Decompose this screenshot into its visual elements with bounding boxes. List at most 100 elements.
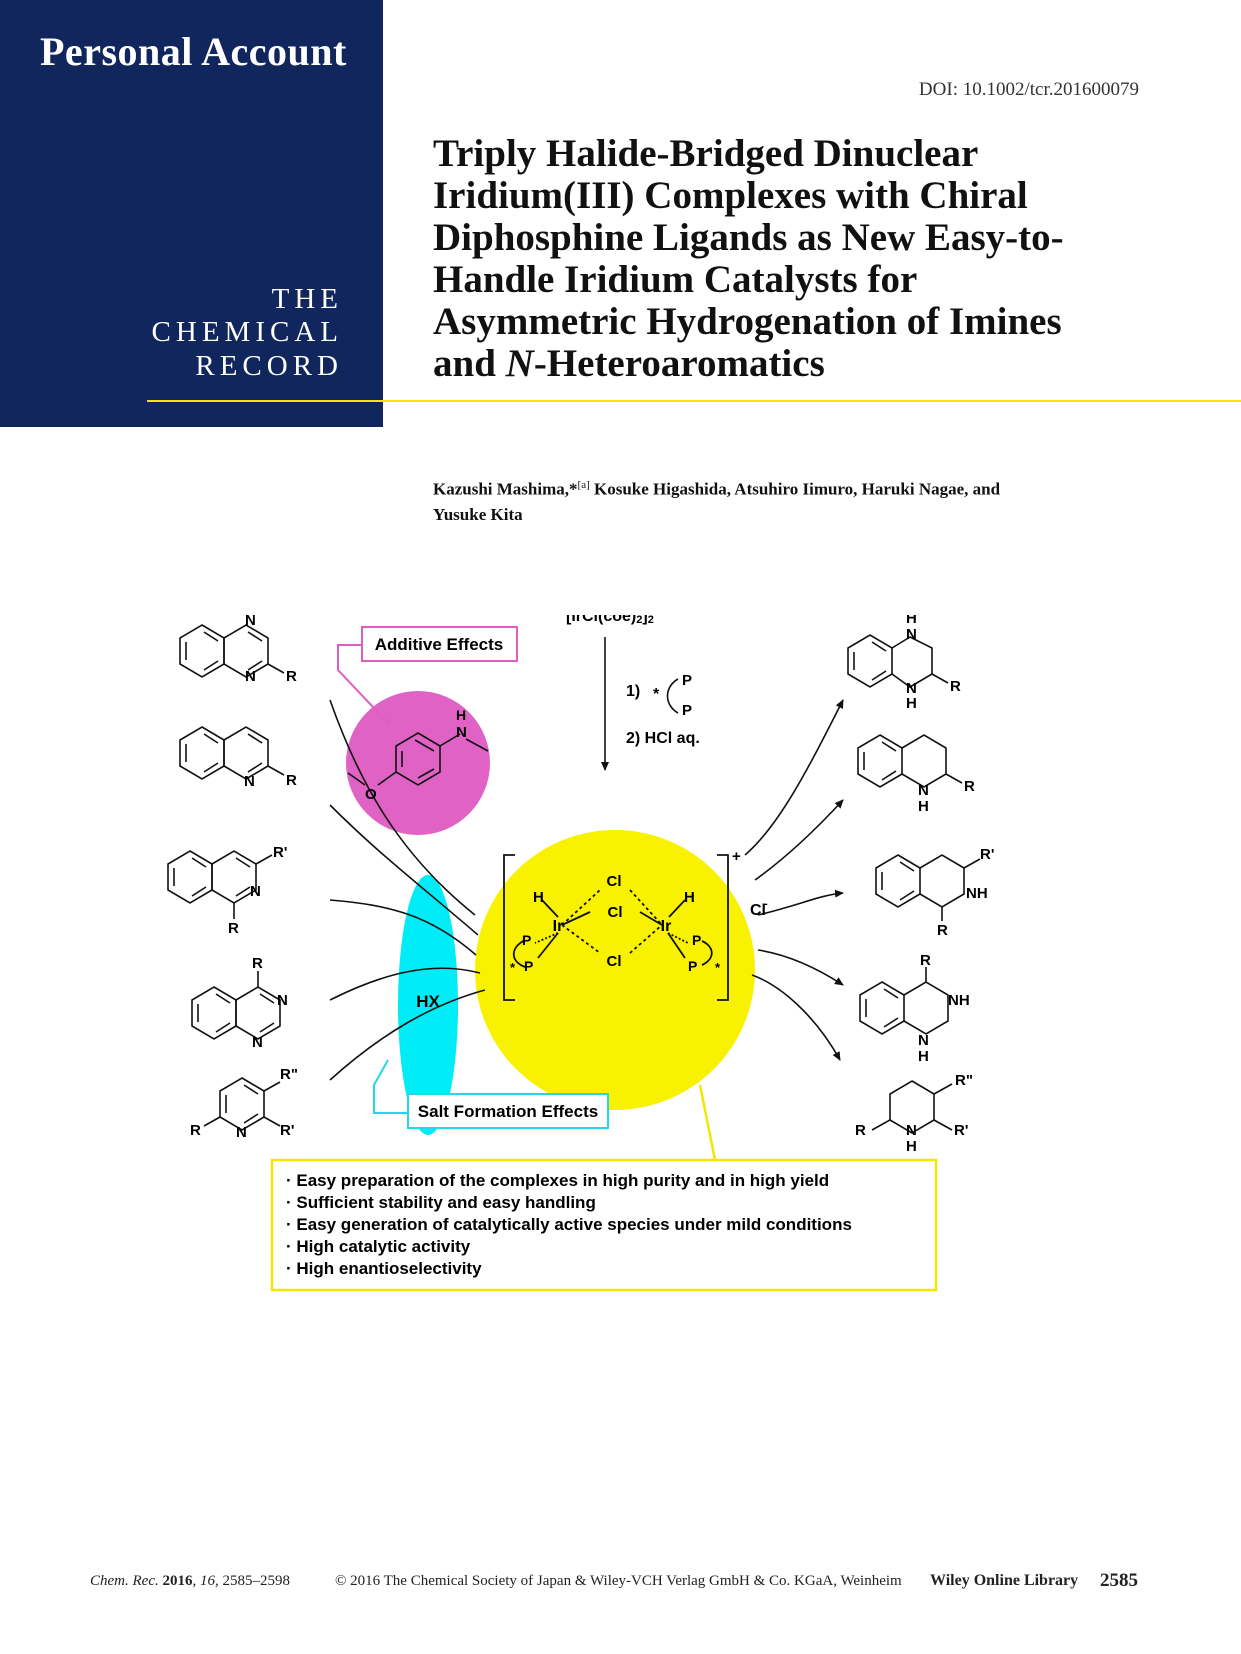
label-r: R <box>964 778 975 795</box>
substrate-pyridine <box>203 1077 281 1131</box>
label-r-prime: R' <box>954 1122 968 1139</box>
anisidine-o: O <box>365 786 377 803</box>
label-n: N <box>906 1122 917 1139</box>
title-fragment: and <box>433 342 506 385</box>
benefits-list: · Easy preparation of the complexes in h… <box>286 1171 852 1278</box>
diphosphine-arc <box>666 678 679 714</box>
precursor-label: [IrCl(coe)2]2 <box>566 615 654 626</box>
additive-effects-box <box>361 626 518 662</box>
catalyst-yellow-circle <box>475 830 755 1110</box>
chloride-counterion: Cl <box>750 902 766 919</box>
p-left-bottom: P <box>524 958 533 974</box>
wiley-online-library-link[interactable]: Wiley Online Library <box>930 1572 1079 1589</box>
cl-bridge-middle: Cl <box>608 904 623 921</box>
graphical-abstract: [IrCl(coe)2]2 1) * P P 2) HCl aq. Additi… <box>160 608 1160 1365</box>
hx-cyan-ellipse <box>398 875 458 1135</box>
citation-journal: Chem. Rec. <box>90 1573 159 1589</box>
benefit-item: · Easy preparation of the complexes in h… <box>286 1171 829 1190</box>
label-r: R <box>855 1122 866 1139</box>
diphosphine-p-top: P <box>682 672 692 689</box>
citation-volume: 16 <box>199 1573 215 1589</box>
label-n: N <box>244 773 255 790</box>
co-authors: Kosuke Higashida, Atsuhiro Iimuro, Haruk… <box>589 479 1001 499</box>
anisidine-h: H <box>456 707 466 723</box>
step-1-label: 1) <box>626 683 640 700</box>
p-right-bottom: P <box>688 958 697 974</box>
page-number: 2585 <box>1100 1570 1138 1591</box>
label-r-prime: R' <box>280 1122 294 1139</box>
label-h: H <box>906 1138 917 1155</box>
substrate-isoquinoline <box>167 850 273 919</box>
journal-name-line-3: RECORD <box>195 350 343 382</box>
corresponding-author[interactable]: Kazushi Mashima,* <box>433 479 578 499</box>
affiliation-marker: [a] <box>577 479 590 491</box>
label-h: H <box>918 798 929 815</box>
label-r-double-prime: R" <box>280 1066 298 1083</box>
label-r: R <box>286 668 297 685</box>
title-line: Triply Halide-Bridged Dinuclear <box>433 132 979 175</box>
citation-pages: , 2585–2598 <box>214 1573 290 1589</box>
product-tetrahydroisoquinoline <box>875 854 981 921</box>
label-r: R <box>920 952 931 969</box>
article-title: Triply Halide-Bridged Dinuclear Iridium(… <box>433 133 1133 385</box>
header-divider <box>147 400 1241 402</box>
product-tetrahydroquinazoline <box>859 967 949 1035</box>
hx-label: HX <box>416 992 440 1011</box>
additive-magenta-circle <box>346 691 490 835</box>
additive-connector <box>337 644 391 726</box>
citation: Chem. Rec. 2016, 16, 2585–2598 <box>90 1573 290 1589</box>
iridium-complex: Ir Ir Cl Cl Cl H H P P P P * * + Cl - <box>503 848 768 1001</box>
salt-connector <box>373 1059 408 1114</box>
product-labels: H N N H R N H R R' NH R R NH N H R" N H … <box>855 610 994 1155</box>
ir-atom-right: Ir <box>661 918 672 935</box>
label-h: H <box>918 1048 929 1065</box>
substrate-arrows <box>329 699 486 1081</box>
title-line: Asymmetric Hydrogenation of Imines <box>433 300 1062 343</box>
chiral-star-left: * <box>510 960 516 975</box>
product-arrows <box>744 699 844 1061</box>
product-piperidine <box>871 1080 953 1134</box>
title-fragment: -Heteroaromatics <box>533 342 825 385</box>
benefit-item: · Easy generation of catalytically activ… <box>286 1215 852 1234</box>
label-n: N <box>252 1034 263 1051</box>
label-h: H <box>906 695 917 712</box>
label-n: N <box>906 680 917 697</box>
p-left-top: P <box>522 932 531 948</box>
additive-effects-label: Additive Effects <box>375 635 503 654</box>
label-n: N <box>906 626 917 643</box>
journal-banner: Personal Account THE CHEMICAL RECORD <box>0 0 383 427</box>
salt-formation-box <box>407 1093 609 1129</box>
substrate-quinazoline <box>191 971 281 1040</box>
chiral-star-right: * <box>715 960 721 975</box>
substrate-quinoline <box>179 726 285 780</box>
label-r: R <box>937 922 948 939</box>
benefit-item: · High enantioselectivity <box>286 1259 482 1278</box>
label-nh: NH <box>966 885 988 902</box>
anisidine-n: N <box>456 724 467 741</box>
hydride-right: H <box>684 889 695 906</box>
label-n: N <box>250 883 261 900</box>
substrate-quinoxaline <box>179 624 285 678</box>
p-right-top: P <box>692 932 701 948</box>
complex-charge: + <box>732 848 741 865</box>
benefits-connector <box>698 1084 717 1161</box>
copyright-notice: © 2016 The Chemical Society of Japan & W… <box>335 1573 902 1589</box>
label-n: N <box>918 1032 929 1049</box>
product-tetrahydroquinoline <box>857 734 963 788</box>
label-r: R <box>252 955 263 972</box>
salt-formation-label: Salt Formation Effects <box>418 1102 598 1121</box>
label-r-prime: R' <box>980 846 994 863</box>
label-r-double-prime: R" <box>955 1072 973 1089</box>
doi-link[interactable]: DOI: 10.1002/tcr.201600079 <box>918 79 1139 100</box>
label-r: R <box>286 772 297 789</box>
author-list: Kazushi Mashima,*[a] Kosuke Higashida, A… <box>433 473 1113 527</box>
graphical-abstract-svg: [IrCl(coe)2]2 1) * P P 2) HCl aq. Additi… <box>167 608 994 1292</box>
label-n: N <box>277 992 288 1009</box>
cl-bridge-bottom: Cl <box>607 953 622 970</box>
step-1-star: * <box>653 686 660 703</box>
benefit-item: · Sufficient stability and easy handling <box>286 1193 596 1212</box>
label-r: R <box>228 920 239 937</box>
ir-atom-left: Ir <box>553 918 564 935</box>
label-r: R <box>190 1122 201 1139</box>
authors-line-1: Kazushi Mashima,*[a] Kosuke Higashida, A… <box>433 473 1113 502</box>
